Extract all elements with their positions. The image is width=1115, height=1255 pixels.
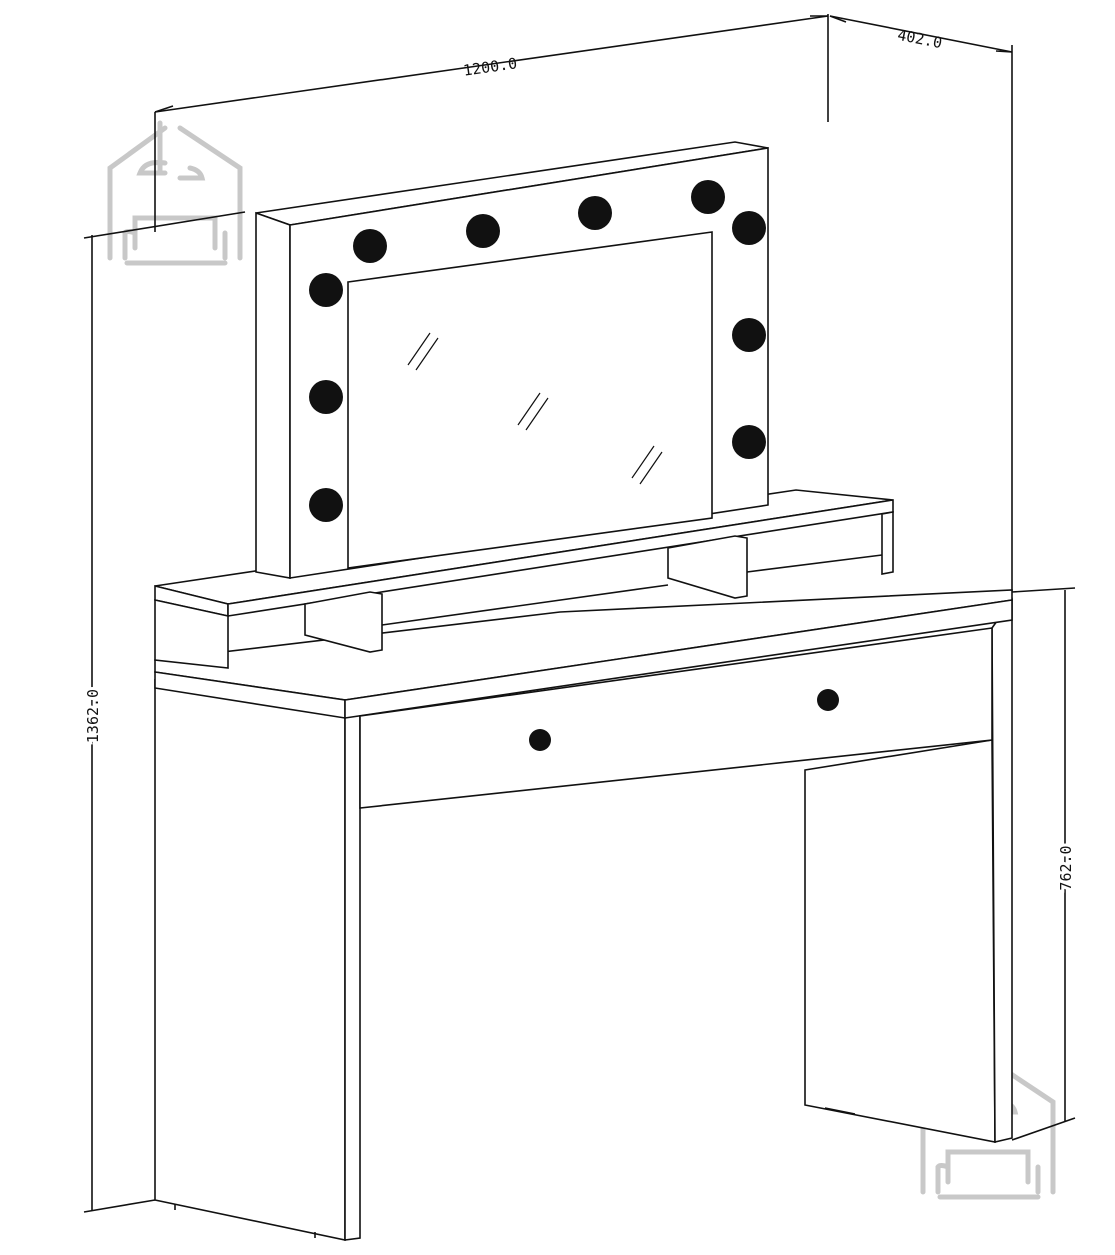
dimension-depth-label: 402.0 bbox=[896, 26, 944, 52]
mirror-bulb bbox=[466, 214, 500, 248]
mirror-bulb bbox=[353, 229, 387, 263]
mirror-frame bbox=[255, 141, 769, 579]
mirror-bulb bbox=[732, 425, 766, 459]
desk-top bbox=[154, 589, 1013, 719]
dimension-table-height: 762.0 bbox=[1011, 587, 1078, 1141]
mirror-bulb bbox=[578, 196, 612, 230]
mirror-bulb bbox=[309, 488, 343, 522]
mirror-glass bbox=[347, 231, 713, 569]
mirror-bulb bbox=[732, 318, 766, 352]
drawer-knob-left bbox=[529, 729, 551, 751]
drawer bbox=[359, 627, 993, 809]
mirror-bulb bbox=[691, 180, 725, 214]
mirror-bulbs bbox=[309, 180, 766, 522]
mirror-bulb bbox=[309, 273, 343, 307]
mirror-bulb bbox=[309, 380, 343, 414]
dimension-total-height: 1362.0 bbox=[81, 211, 246, 1213]
mirror-bulb bbox=[732, 211, 766, 245]
desk-left-leg bbox=[154, 679, 361, 1241]
watermark-logo-top-left bbox=[107, 120, 243, 266]
dimension-depth: 402.0 bbox=[829, 15, 1013, 592]
drawer-knob-right bbox=[817, 689, 839, 711]
desk-right-leg bbox=[804, 597, 1013, 1144]
dimension-total-height-label: 1362.0 bbox=[84, 689, 102, 743]
dimension-table-height-label: 762.0 bbox=[1057, 845, 1075, 890]
dimension-width: 1200.0 bbox=[154, 14, 829, 232]
dimension-width-label: 1200.0 bbox=[462, 54, 518, 79]
